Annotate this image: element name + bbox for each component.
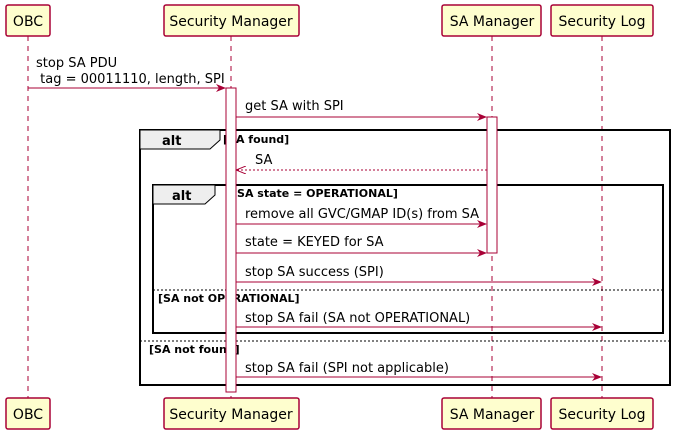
- message-label: stop SA fail (SPI not applicable): [245, 361, 449, 376]
- participant-label: OBC: [13, 407, 43, 423]
- message-stop-sa-fail-spi: stop SA fail (SPI not applicable): [236, 361, 602, 381]
- participant-label: Security Log: [559, 407, 646, 423]
- message-stop-sa-pdu: stop SA PDU tag = 00011110, length, SPI: [28, 56, 226, 92]
- message-state-keyed: state = KEYED for SA: [236, 235, 487, 257]
- participant-label: Security Manager: [169, 14, 293, 30]
- participant-label: SA Manager: [450, 407, 535, 423]
- participant-obc-top: OBC: [5, 4, 51, 37]
- message-label: get SA with SPI: [245, 99, 344, 114]
- participant-obc-bottom: OBC: [5, 397, 51, 430]
- participant-label: Security Log: [559, 14, 646, 30]
- participant-security-manager-bottom: Security Manager: [163, 397, 300, 430]
- message-sa-return: SA: [237, 153, 487, 170]
- message-label: state = KEYED for SA: [245, 235, 384, 250]
- participant-label: Security Manager: [169, 407, 293, 423]
- frame-guard: [SA state = OPERATIONAL]: [232, 187, 398, 200]
- message-label: stop SA PDU: [36, 56, 117, 71]
- participant-sa-manager-top: SA Manager: [441, 4, 542, 37]
- participant-security-log-top: Security Log: [550, 4, 654, 37]
- frame-keyword: alt: [172, 189, 191, 204]
- message-label: stop SA success (SPI): [245, 265, 384, 280]
- message-label: SA: [255, 153, 272, 168]
- message-remove-gvc: remove all GVC/GMAP ID(s) from SA: [236, 207, 487, 228]
- participant-security-manager-top: Security Manager: [163, 4, 300, 37]
- frame-keyword: alt: [162, 134, 181, 149]
- frame-guard: [SA found]: [223, 133, 289, 146]
- message-label: stop SA fail (SA not OPERATIONAL): [245, 311, 470, 326]
- message-stop-sa-fail-not-operational: stop SA fail (SA not OPERATIONAL): [236, 311, 602, 331]
- alt-frame-sa-operational: alt [SA state = OPERATIONAL] [SA not OPE…: [152, 184, 664, 334]
- participant-label: SA Manager: [450, 14, 535, 30]
- message-label: remove all GVC/GMAP ID(s) from SA: [245, 207, 479, 222]
- participant-security-log-bottom: Security Log: [550, 397, 654, 430]
- frame-else-guard: [SA not found]: [149, 343, 240, 356]
- participant-sa-manager-bottom: SA Manager: [441, 397, 542, 430]
- participant-label: OBC: [13, 14, 43, 30]
- activation-sa-manager: [486, 116, 498, 254]
- message-label: tag = 00011110, length, SPI: [36, 72, 225, 87]
- activation-security-manager: [225, 87, 237, 393]
- alt-frame-sa-found: alt [SA found] [SA not found]: [139, 129, 671, 386]
- message-stop-sa-success: stop SA success (SPI): [236, 265, 602, 286]
- message-get-sa: get SA with SPI: [236, 99, 487, 121]
